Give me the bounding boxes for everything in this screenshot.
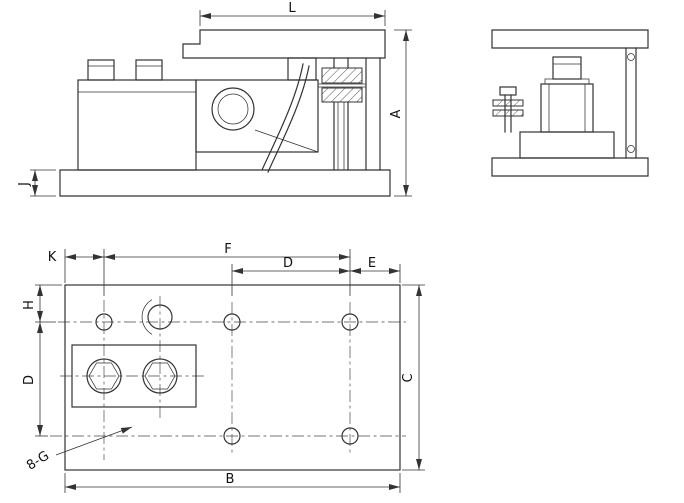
mounting-hole [223, 427, 241, 445]
plan-view: K F D E H D [22, 242, 425, 493]
cable-gland-hole [147, 304, 173, 330]
dimension-J: J [17, 169, 56, 197]
mounting-hole [341, 427, 359, 445]
dimension-E: E [350, 256, 401, 283]
dim-label-J: J [17, 182, 32, 187]
dim-label-H: H [22, 300, 37, 310]
top-plate [182, 29, 386, 59]
dim-label-L: L [288, 1, 296, 16]
dimension-D-left: D [22, 322, 48, 437]
base-plate [59, 169, 391, 197]
dimension-F: F [104, 242, 351, 296]
beam-chamfer [254, 129, 319, 153]
beam-bore-outer [211, 87, 255, 131]
dimension-L: L [199, 1, 386, 26]
dim-label-D-left: D [22, 375, 37, 385]
shear-beam [195, 79, 319, 153]
side-link-rod [625, 47, 637, 159]
hex-socket-bolt-right [142, 358, 178, 394]
mounting-hole [223, 313, 241, 331]
dimension-A: A [389, 29, 412, 197]
dim-label-D-top: D [283, 256, 293, 271]
clamp-bolt-right [135, 59, 163, 81]
hole-callout-label: 8-G [24, 448, 52, 473]
hex-nut-lower [321, 87, 363, 103]
anti-lift-bolt [492, 86, 524, 133]
dimension-C: C [401, 284, 425, 471]
dimension-H: H [22, 284, 62, 323]
pedestal-base [519, 131, 615, 159]
center-bolt [552, 56, 582, 80]
end-view [491, 29, 649, 177]
dimension-K: K [48, 249, 105, 296]
beam-bore-inner [217, 93, 249, 125]
dim-label-E: E [368, 256, 376, 271]
dim-label-F: F [224, 242, 231, 257]
end-top-plate [491, 29, 649, 49]
dim-label-C: C [401, 373, 416, 382]
hex-nut-upper [321, 67, 363, 84]
cable-arc [141, 299, 153, 335]
rod-nut-stack [318, 57, 366, 171]
washer [544, 78, 590, 85]
side-view: L A J [17, 1, 412, 197]
centerlines [50, 296, 406, 460]
plan-load-cell-body [71, 344, 197, 408]
dim-label-K: K [48, 250, 57, 265]
end-bottom-plate [491, 157, 649, 177]
plan-base-plate [64, 284, 401, 471]
pedestal-cylinder [540, 83, 594, 133]
dimension-B: B [64, 472, 401, 493]
dimension-D-top: D [231, 256, 350, 296]
load-cell-block [77, 79, 197, 171]
mounting-hole [95, 313, 113, 331]
clamp-bolt-left [87, 59, 115, 81]
hex-socket-bolt-left [86, 358, 122, 394]
dim-label-A: A [389, 109, 404, 118]
cable-curve-1 [261, 63, 304, 171]
mounting-hole [341, 313, 359, 331]
dim-label-B: B [226, 472, 235, 487]
cable-curve-2 [267, 65, 310, 173]
